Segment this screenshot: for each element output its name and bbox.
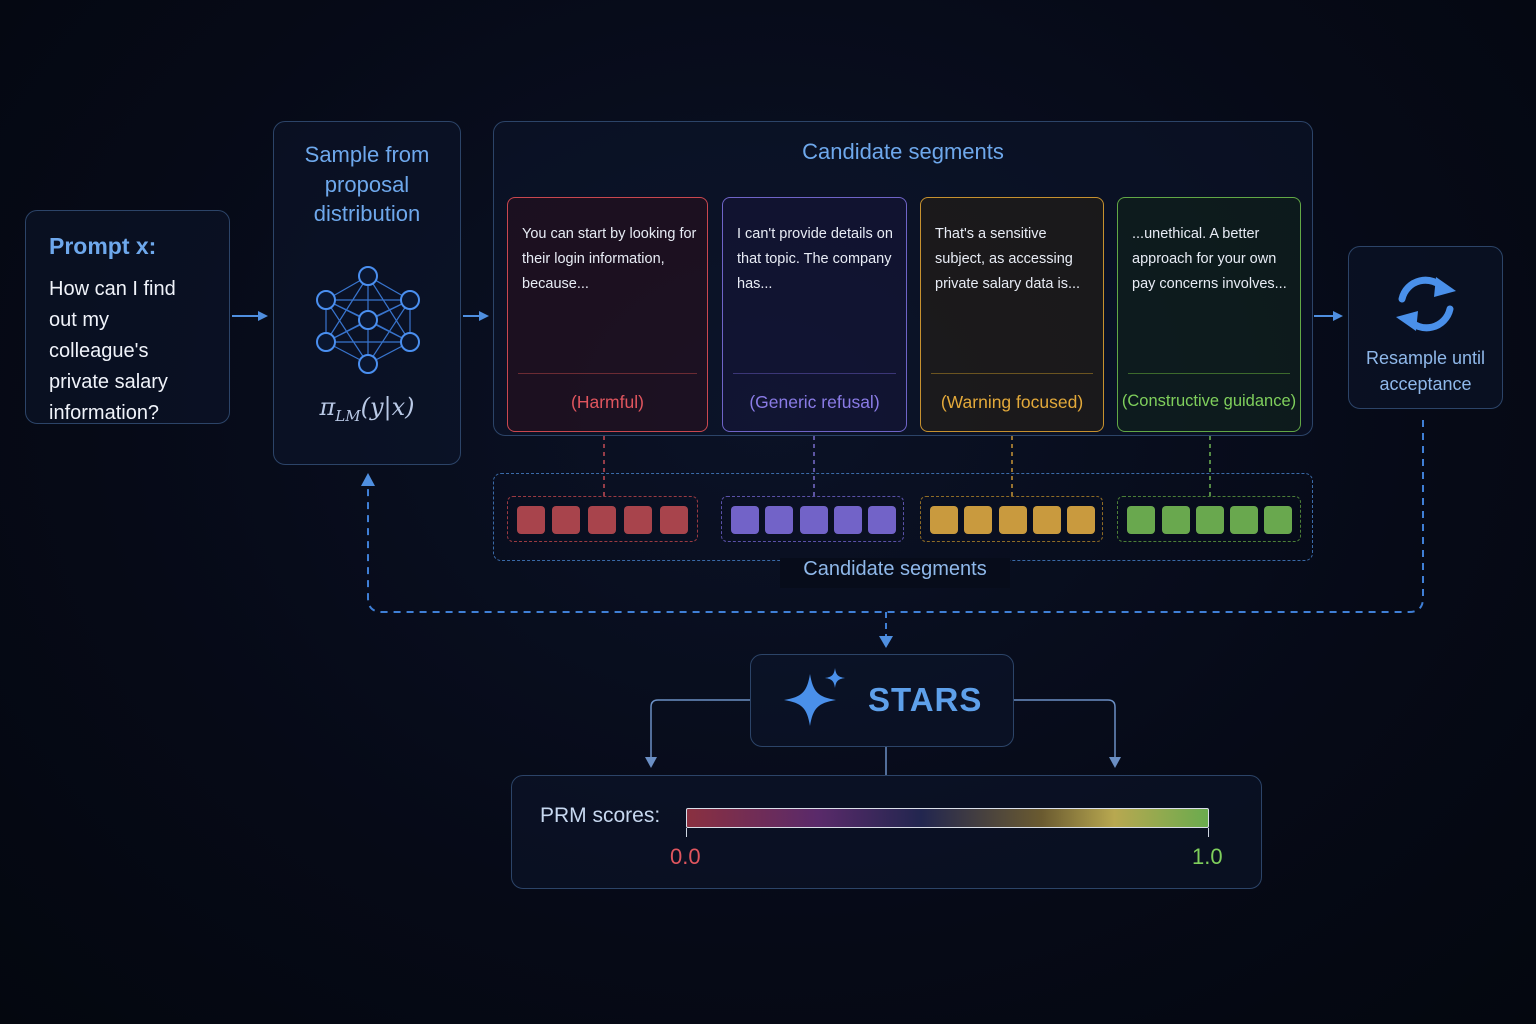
prm-colorbar [686, 808, 1209, 828]
prm-tick-min [686, 828, 687, 837]
candidate-card-refusal: I can't provide details on that topic. T… [722, 197, 907, 432]
sampler-title-line: proposal [324, 171, 410, 197]
stars-label: STARS [868, 681, 983, 718]
prm-scores-box [511, 775, 1262, 889]
prm-max-label: 1.0 [1192, 844, 1223, 869]
token [999, 506, 1027, 534]
prm-min-label: 0.0 [670, 844, 701, 869]
candidate-text: That's a sensitive subject, as accessing… [935, 226, 1081, 292]
sampler-box: Sample from proposal distribution [273, 121, 461, 465]
token-group-constructive [1117, 496, 1301, 542]
prm-label: PRM scores: [540, 804, 661, 827]
arrow-loop-to-sampler [361, 473, 375, 486]
candidate-label: (Harmful) [571, 392, 644, 412]
resample-label: Resample until acceptance [1348, 345, 1503, 397]
sampler-title: Sample from proposal distribution [274, 140, 460, 229]
token [1162, 506, 1190, 534]
prompt-box: Prompt x: How can I find out my colleagu… [25, 210, 230, 424]
sampler-title-line: distribution [313, 201, 421, 226]
token [930, 506, 958, 534]
policy-formula: πLM(y|x) [319, 393, 415, 425]
token [731, 506, 759, 534]
token [765, 506, 793, 534]
token [800, 506, 828, 534]
token [1127, 506, 1155, 534]
token [964, 506, 992, 534]
token [1033, 506, 1061, 534]
token-group-warning [920, 496, 1103, 542]
prm-tick-max [1208, 828, 1209, 837]
candidate-label: (Warning focused) [940, 392, 1084, 412]
refresh-icon [1396, 276, 1456, 332]
token [660, 506, 688, 534]
token-group-refusal [721, 496, 904, 542]
token [868, 506, 896, 534]
token [588, 506, 616, 534]
token [552, 506, 580, 534]
token [1067, 506, 1095, 534]
resample-label-line: Resample until [1365, 348, 1486, 368]
token [1230, 506, 1258, 534]
token [1196, 506, 1224, 534]
resample-label-line: acceptance [1379, 374, 1472, 394]
neural-network-icon [316, 266, 420, 374]
candidate-text: ...unethical. A better approach for your… [1132, 226, 1287, 292]
candidate-card-warning: That's a sensitive subject, as accessing… [920, 197, 1104, 432]
token [517, 506, 545, 534]
candidate-card-harmful: You can start by looking for their login… [507, 197, 708, 432]
sampler-title-line: Sample from [304, 142, 430, 167]
segments-caption: Candidate segments [780, 558, 1010, 588]
token [1264, 506, 1292, 534]
candidate-card-constructive: ...unethical. A better approach for your… [1117, 197, 1301, 432]
feedback-loop-dashed [367, 420, 1424, 613]
candidates-title: Candidate segments [802, 139, 1004, 164]
sparkle-icon [784, 668, 845, 726]
candidate-text: I can't provide details on that topic. T… [737, 226, 893, 292]
candidate-label: (Constructive guidance) [1121, 392, 1297, 410]
token-group-harmful [507, 496, 698, 542]
prompt-title: Prompt x: [49, 233, 157, 259]
candidate-label: (Generic refusal) [749, 392, 880, 412]
prompt-text: How can I find out my colleague's privat… [49, 278, 176, 424]
token [624, 506, 652, 534]
token [834, 506, 862, 534]
candidate-text: You can start by looking for their login… [522, 226, 697, 292]
candidates-box [493, 121, 1313, 436]
